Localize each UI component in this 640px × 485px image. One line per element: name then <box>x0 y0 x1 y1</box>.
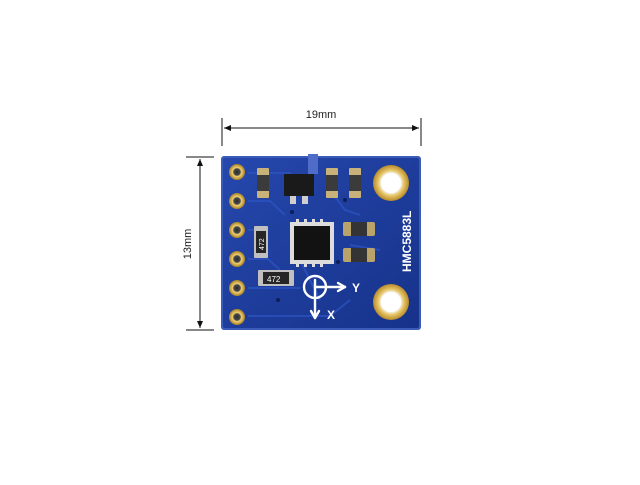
height-dimension <box>186 156 214 331</box>
resistor-label-1: 472 <box>259 238 266 250</box>
axis-x-label: X <box>327 308 335 322</box>
chip-model-label: HMC5883L <box>400 211 414 272</box>
width-dimension <box>221 118 422 146</box>
hmc5883l-chip <box>290 219 334 267</box>
resistor-label-2: 472 <box>267 275 281 284</box>
width-dimension-label: 19mm <box>305 109 337 121</box>
axis-y-label: Y <box>352 281 360 295</box>
header-pins <box>229 164 245 325</box>
mounting-holes <box>373 165 409 320</box>
height-dimension-label: 13mm <box>182 228 194 260</box>
axis-indicator <box>302 274 347 320</box>
smd-components <box>254 154 375 286</box>
